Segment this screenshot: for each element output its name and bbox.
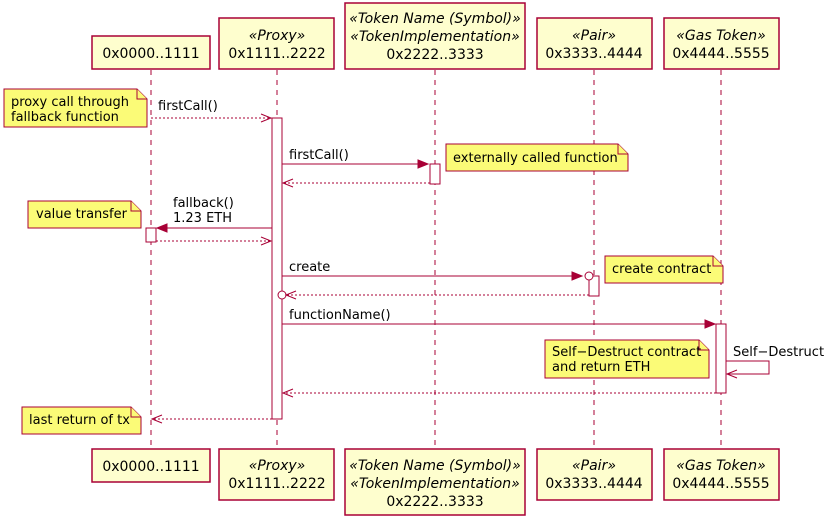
participant-name: 0x0000..1111 — [102, 459, 199, 475]
note-last-return: last return of tx — [21, 406, 142, 435]
participant-stereotype: «Pair» — [572, 458, 616, 474]
participant-stereotype: «Gas Token» — [676, 458, 765, 474]
note-text: Self−Destruct contract — [552, 345, 701, 360]
participant-gas-token-top: «Gas Token» 0x4444..5555 — [663, 17, 780, 70]
participant-name: 0x0000..1111 — [102, 46, 199, 62]
message-label: firstCall() — [158, 99, 218, 114]
message-label: create — [289, 260, 330, 275]
participant-stereotype: «Proxy» — [249, 28, 306, 44]
note-value-transfer: value transfer — [27, 200, 142, 229]
note-text: fallback function — [11, 110, 119, 125]
participant-gas-token-bottom: «Gas Token» 0x4444..5555 — [663, 448, 780, 501]
note-text: proxy call through — [11, 95, 129, 110]
create-circle-icon — [584, 271, 594, 281]
participant-name: 0x3333..4444 — [545, 46, 642, 62]
message-function-name: functionName() — [282, 308, 717, 329]
participant-stereotype: «Proxy» — [249, 458, 306, 474]
activation-token — [429, 163, 441, 185]
return-token-to-proxy — [281, 178, 430, 188]
message-fallback: fallback() 1.23 ETH — [155, 196, 272, 233]
message-label: 1.23 ETH — [173, 211, 232, 226]
participant-stereotype: «Gas Token» — [676, 28, 765, 44]
participant-name: 0x2222..3333 — [386, 47, 483, 63]
participant-proxy-bottom: «Proxy» 0x1111..2222 — [218, 448, 335, 501]
return-0x0000-to-proxy — [156, 236, 273, 246]
return-pair-to-proxy — [277, 290, 589, 300]
note-text: and return ETH — [552, 360, 650, 375]
message-label: Self−Destruct — [733, 345, 824, 360]
activation-pair — [588, 275, 600, 297]
note-create-contract: create contract — [604, 255, 724, 284]
participant-name: 0x1111..2222 — [228, 476, 325, 492]
message-self-destruct: Self−Destruct — [725, 345, 824, 379]
participant-proxy-top: «Proxy» 0x1111..2222 — [218, 17, 335, 70]
participant-stereotype: «Pair» — [572, 28, 616, 44]
participant-name: 0x4444..5555 — [672, 476, 769, 492]
participant-name: 0x2222..3333 — [386, 494, 483, 510]
participant-name: 0x4444..5555 — [672, 46, 769, 62]
participant-0x0000-top: 0x0000..1111 — [91, 35, 211, 70]
note-self-destruct: Self−Destruct contract and return ETH — [544, 339, 710, 379]
participant-stereotype: «TokenImplementation» — [350, 29, 519, 45]
activation-0x0000 — [145, 227, 157, 243]
note-proxy-call: proxy call through fallback function — [3, 88, 148, 128]
activation-gas-token — [715, 323, 727, 394]
participant-0x0000-bottom: 0x0000..1111 — [91, 448, 211, 483]
note-text: last return of tx — [29, 413, 130, 428]
message-label: firstCall() — [289, 148, 349, 163]
return-last — [150, 414, 272, 424]
note-text: value transfer — [36, 207, 128, 222]
participant-stereotype: «Token Name (Symbol)» — [349, 11, 521, 27]
return-gas-token-to-proxy — [281, 388, 716, 398]
participant-name: 0x1111..2222 — [228, 46, 325, 62]
participant-stereotype: «Token Name (Symbol)» — [349, 458, 521, 474]
message-create: create — [282, 260, 594, 281]
participant-token-top: «Token Name (Symbol)» «TokenImplementati… — [344, 2, 526, 70]
message-first-call-token: firstCall() — [282, 148, 430, 169]
message-label: fallback() — [173, 196, 234, 211]
participant-name: 0x3333..4444 — [545, 476, 642, 492]
message-first-call-proxy: firstCall() — [151, 99, 273, 123]
note-external-call: externally called function — [445, 143, 629, 172]
participant-token-bottom: «Token Name (Symbol)» «TokenImplementati… — [344, 448, 526, 516]
message-label: functionName() — [289, 308, 391, 323]
participant-pair-top: «Pair» 0x3333..4444 — [536, 17, 653, 70]
participant-stereotype: «TokenImplementation» — [350, 476, 519, 492]
participant-pair-bottom: «Pair» 0x3333..4444 — [536, 448, 653, 501]
note-text: create contract — [612, 262, 711, 277]
note-text: externally called function — [453, 151, 618, 166]
activation-proxy — [271, 117, 283, 420]
